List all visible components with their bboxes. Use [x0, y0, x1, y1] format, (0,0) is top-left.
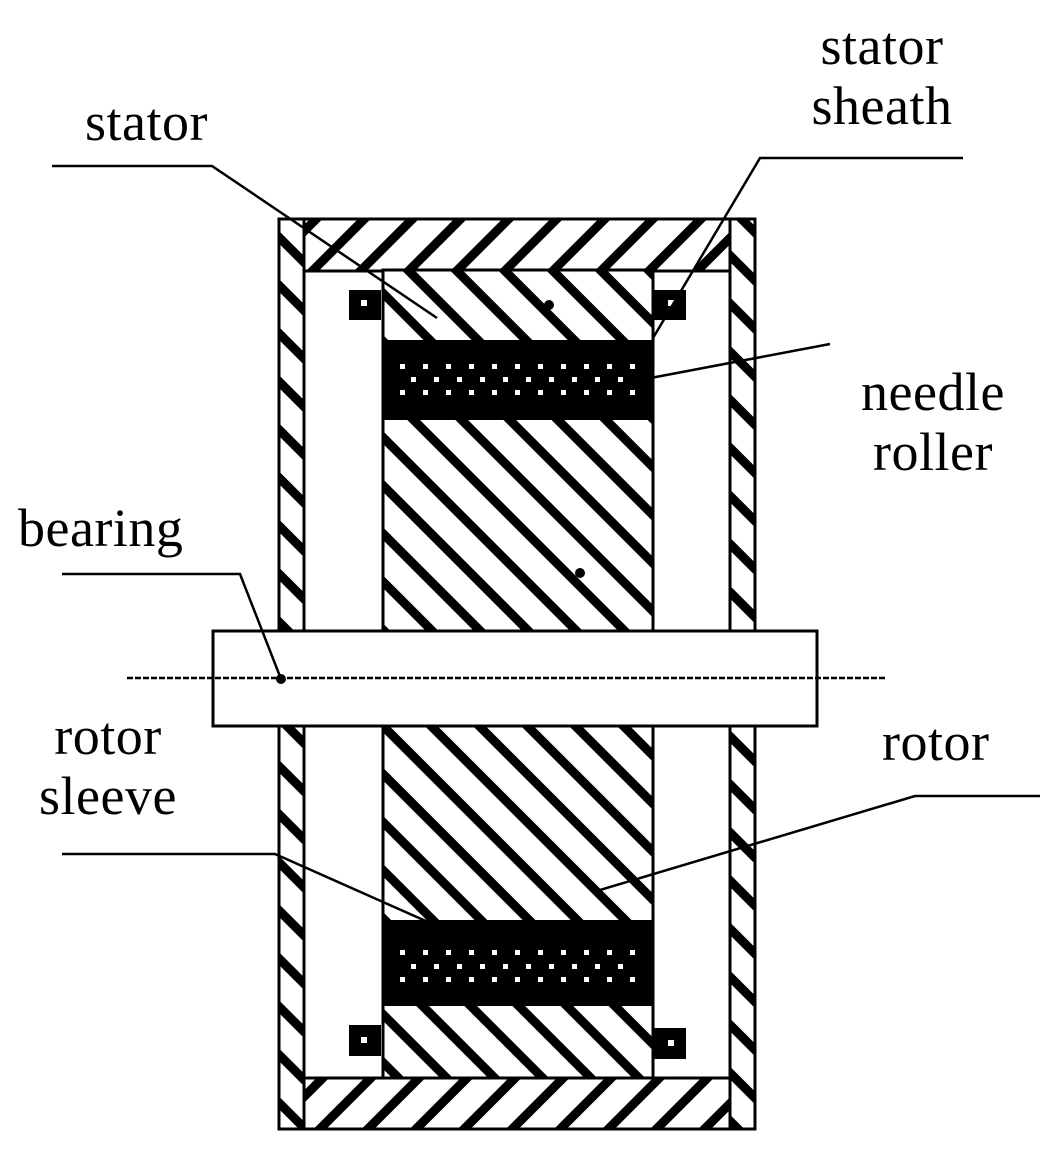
label-needle-roller-line2: roller	[873, 422, 993, 482]
leader-stator-sheath	[651, 156, 963, 339]
needle-roller-dot	[434, 377, 439, 382]
needle-roller-dot	[561, 950, 566, 955]
needle-roller-dot	[515, 977, 520, 982]
needle-roller-dot	[400, 977, 405, 982]
label-needle-roller: needle roller	[838, 362, 1028, 482]
label-stator-sheath: stator sheath	[792, 16, 972, 136]
needle-roller-dot	[515, 364, 520, 369]
label-stator: stator	[85, 92, 208, 152]
needle-roller-dot	[561, 977, 566, 982]
needle-roller-dot	[469, 390, 474, 395]
needle-roller-dot	[423, 950, 428, 955]
needle-roller-dot	[526, 964, 531, 969]
needle-roller-dot	[526, 377, 531, 382]
needle-roller-dot	[503, 964, 508, 969]
label-stator-sheath-line1: stator	[820, 16, 944, 76]
needle-roller-band-bottom-fill	[383, 920, 653, 1006]
needle-roller-dot	[434, 964, 439, 969]
needle-roller-dot	[492, 977, 497, 982]
needle-roller-dot	[618, 377, 623, 382]
needle-roller-dot	[469, 977, 474, 982]
needle-roller-dot	[630, 950, 635, 955]
needle-roller-dot	[480, 964, 485, 969]
leader-bearing	[62, 572, 283, 680]
needle-roller-dot	[607, 390, 612, 395]
needle-roller-dot	[607, 364, 612, 369]
label-rotor: rotor	[882, 712, 990, 772]
needle-roller-dot	[595, 377, 600, 382]
needle-roller-dot	[595, 964, 600, 969]
needle-roller-dot	[457, 377, 462, 382]
needle-roller-dot	[469, 950, 474, 955]
needle-roller-dot	[561, 364, 566, 369]
needle-roller-dot	[469, 364, 474, 369]
needle-roller-dot	[492, 390, 497, 395]
needle-roller-dot	[515, 950, 520, 955]
needle-roller-dot	[584, 950, 589, 955]
needle-roller-dot	[584, 977, 589, 982]
needle-roller-dot	[549, 964, 554, 969]
label-stator-sheath-line2: sheath	[811, 76, 953, 136]
needle-roller-dot	[411, 964, 416, 969]
rotor-lower-block	[381, 724, 655, 1080]
needle-roller-dot	[492, 364, 497, 369]
needle-roller-dot	[561, 390, 566, 395]
needle-roller-dot	[538, 950, 543, 955]
leader-stator	[52, 164, 438, 320]
needle-roller-dot	[423, 364, 428, 369]
needle-roller-dot	[400, 950, 405, 955]
housing-top-wall	[277, 217, 757, 273]
needle-roller-dot	[411, 377, 416, 382]
needle-roller-band-top-fill	[383, 340, 653, 420]
label-rotor-sleeve-line2: sleeve	[39, 766, 177, 826]
needle-roller-dot	[584, 364, 589, 369]
needle-roller-dot	[538, 364, 543, 369]
needle-roller-dot	[549, 377, 554, 382]
needle-roller-dot	[423, 977, 428, 982]
needle-roller-dot	[630, 390, 635, 395]
label-rotor-sleeve-line1: rotor	[54, 706, 162, 766]
label-needle-roller-line1: needle	[861, 362, 1005, 422]
leader-dot-rotor-body	[575, 568, 585, 578]
housing-bottom-wall	[302, 1076, 732, 1131]
needle-roller-dot	[492, 950, 497, 955]
seal-blocks	[349, 290, 686, 1059]
needle-roller-dot	[446, 364, 451, 369]
needle-roller-dot	[446, 390, 451, 395]
needle-roller-dot	[572, 377, 577, 382]
needle-roller-band-top	[383, 340, 653, 420]
needle-roller-dot	[630, 364, 635, 369]
needle-roller-dot	[607, 977, 612, 982]
needle-roller-dot	[423, 390, 428, 395]
leader-rotor	[599, 794, 1040, 892]
needle-roller-dot	[618, 964, 623, 969]
label-bearing: bearing	[18, 498, 184, 558]
leader-rotor-sleeve	[62, 852, 429, 924]
label-rotor-sleeve: rotor sleeve	[18, 706, 198, 826]
needle-roller-dot	[572, 964, 577, 969]
needle-roller-dot	[538, 390, 543, 395]
needle-roller-dot	[480, 377, 485, 382]
rotor-upper-block	[381, 268, 655, 633]
needle-roller-dot	[446, 950, 451, 955]
needle-roller-dot	[400, 390, 405, 395]
needle-roller-dot	[503, 377, 508, 382]
needle-roller-dot	[457, 964, 462, 969]
needle-roller-dot	[515, 390, 520, 395]
needle-roller-band-bottom	[383, 920, 653, 1006]
leader-needle-roller	[639, 342, 831, 382]
leader-dot-stator	[544, 300, 554, 310]
needle-roller-dot	[446, 977, 451, 982]
needle-roller-dot	[400, 364, 405, 369]
needle-roller-dot	[584, 390, 589, 395]
needle-roller-dot	[607, 950, 612, 955]
needle-roller-dot	[538, 977, 543, 982]
needle-roller-dot	[630, 977, 635, 982]
